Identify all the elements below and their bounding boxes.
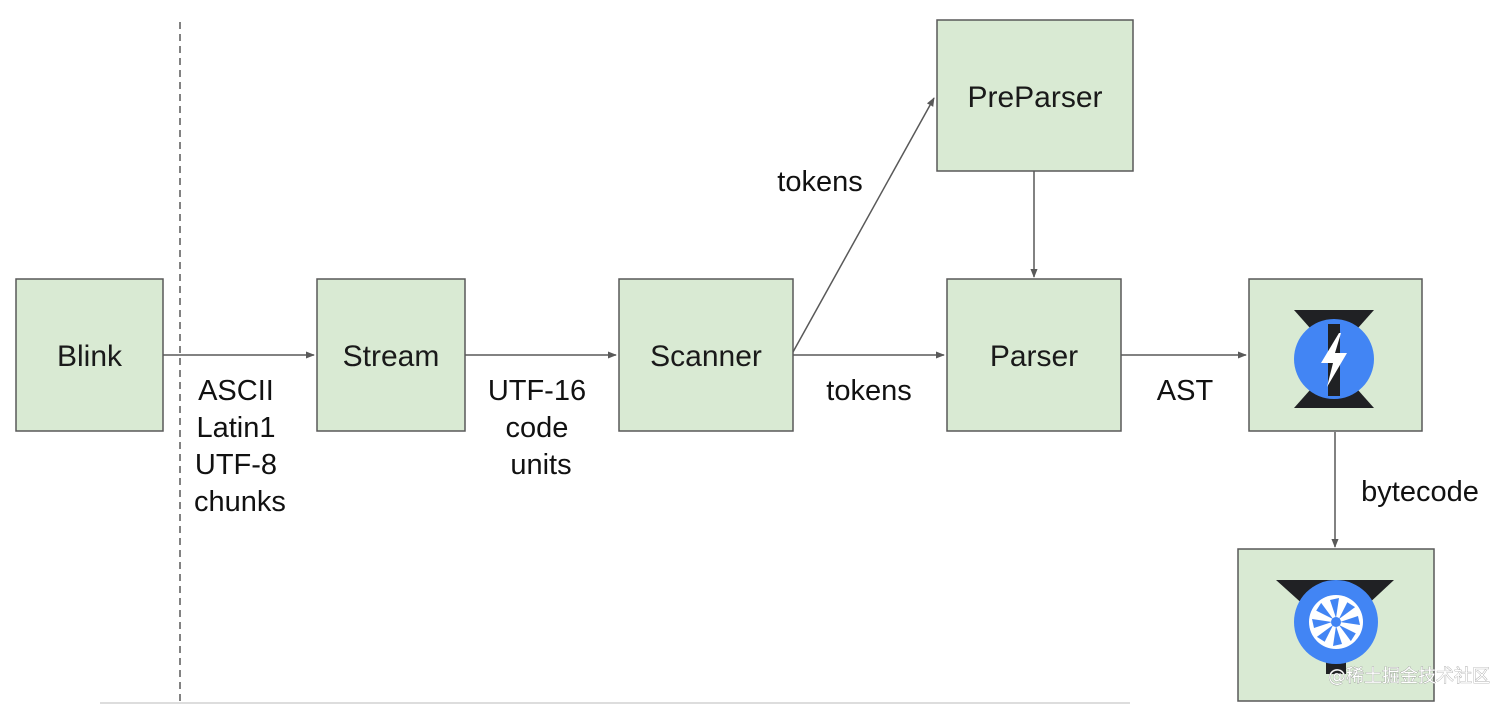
node-parser: Parser	[946, 278, 1122, 432]
node-parser-label: Parser	[990, 340, 1078, 373]
edge-scanner-preparser-label: tokens	[777, 166, 862, 198]
node-stream: Stream	[316, 278, 466, 432]
node-blink: Blink	[15, 278, 164, 432]
edge-parser-ignition-label: AST	[1157, 375, 1214, 407]
turbofan-fan-icon	[1276, 580, 1394, 674]
node-turbofan	[1237, 548, 1435, 702]
edge-scanner-parser-label: tokens	[826, 375, 911, 407]
ignition-lightning-icon	[1294, 310, 1374, 408]
node-preparser-label: PreParser	[967, 81, 1102, 114]
node-preparser: PreParser	[936, 19, 1134, 172]
node-preparser-box	[936, 19, 1134, 172]
edge-scanner-to-parser: tokens	[793, 351, 945, 407]
edge-stream-scanner-label: UTF-16 code units	[488, 375, 594, 481]
edge-scanner-preparser-arrow	[792, 97, 935, 353]
edge-scanner-to-preparser: tokens	[777, 97, 935, 353]
node-scanner-label: Scanner	[650, 340, 762, 373]
node-blink-box	[15, 278, 164, 432]
edge-stream-to-scanner: UTF-16 code units	[465, 351, 617, 481]
watermark-text: @稀土掘金技术社区	[1328, 666, 1490, 687]
edge-ignition-to-turbofan: bytecode	[1331, 432, 1479, 548]
node-ignition	[1248, 278, 1423, 432]
node-blink-label: Blink	[57, 340, 123, 373]
node-scanner: Scanner	[618, 278, 794, 432]
node-parser-box	[946, 278, 1122, 432]
node-stream-box	[316, 278, 466, 432]
node-scanner-box	[618, 278, 794, 432]
node-stream-label: Stream	[343, 340, 440, 373]
edge-parser-to-ignition: AST	[1121, 351, 1247, 407]
edge-blink-stream-label: ASCII Latin1 UTF-8 chunks	[194, 375, 286, 518]
edge-ignition-turbofan-label: bytecode	[1361, 476, 1479, 508]
edge-blink-to-stream: ASCII Latin1 UTF-8 chunks	[163, 351, 315, 518]
